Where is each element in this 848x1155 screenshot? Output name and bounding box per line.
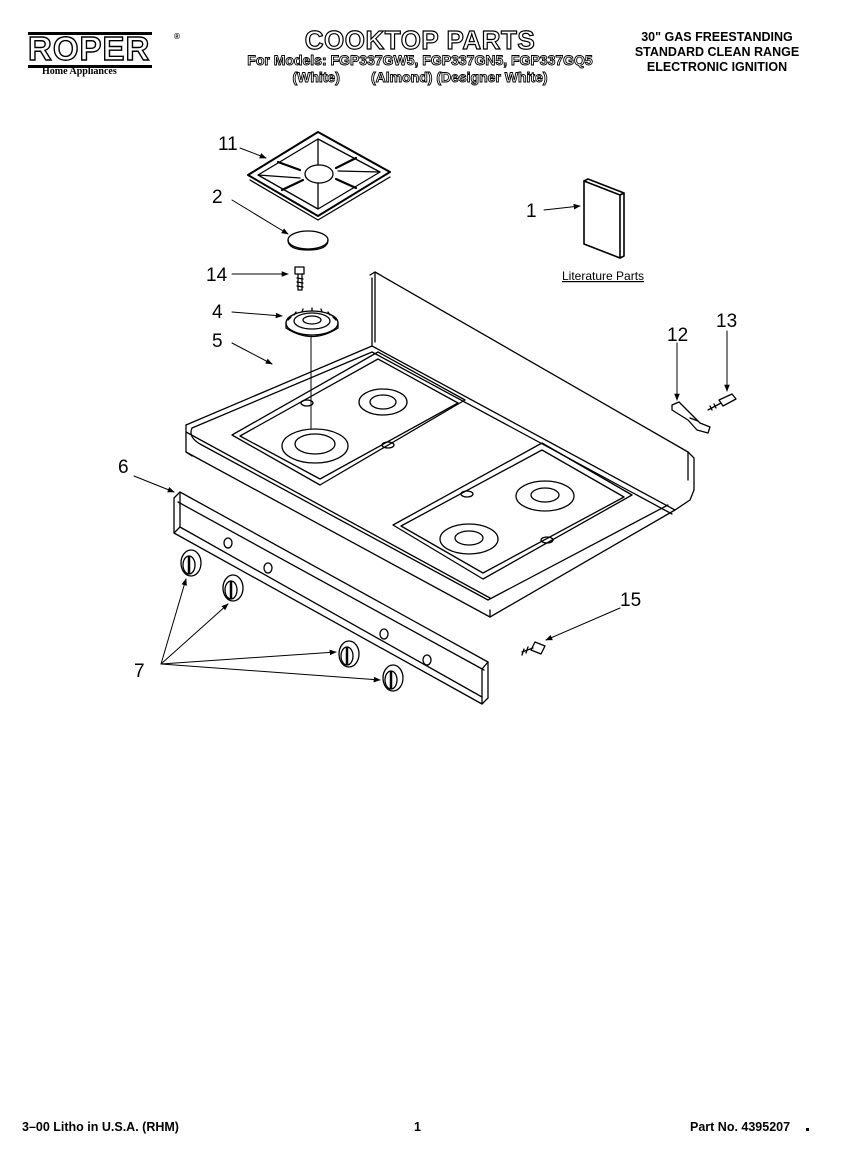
- manifold-panel: [173, 491, 489, 705]
- callout-1: 1: [526, 201, 537, 222]
- callout-12: 12: [667, 325, 688, 346]
- ignition-bracket: [671, 401, 711, 434]
- part-number: Part No. 4395207: [690, 1120, 791, 1134]
- cooktop-panel: [185, 271, 695, 618]
- model-list: For Models: FGP337GW5, FGP337GN5, FGP337…: [240, 52, 600, 86]
- bracket-screw: [707, 393, 737, 411]
- trademark-symbol: ®: [174, 32, 180, 41]
- control-knobs: [180, 549, 404, 692]
- page-title: COOKTOP PARTS: [304, 24, 536, 55]
- callout-13: 13: [716, 311, 737, 332]
- callout-14: 14: [206, 265, 228, 286]
- footer-dot: [806, 1128, 809, 1131]
- manifold-screw: [521, 641, 546, 656]
- description-line-2: STANDARD CLEAN RANGE: [634, 45, 800, 59]
- models-line: For Models: FGP337GW5, FGP337GN5, FGP337…: [247, 52, 593, 69]
- colors-line: (White) (Almond) (Designer White): [292, 69, 548, 86]
- product-description: 30" GAS FREESTANDING STANDARD CLEAN RANG…: [612, 30, 822, 75]
- burner-cap: [287, 230, 329, 251]
- callout-7: 7: [134, 661, 145, 682]
- callout-6: 6: [118, 457, 129, 478]
- literature-parts-label: Literature Parts: [562, 269, 644, 283]
- control-knob: [222, 574, 244, 602]
- logo-rule-bottom: [28, 65, 152, 68]
- burner-grate: [247, 131, 391, 221]
- burner-head: [285, 307, 339, 338]
- callout-5: 5: [212, 331, 223, 352]
- brand-subtitle: Home Appliances: [42, 66, 117, 77]
- callout-11: 11: [218, 134, 238, 155]
- literature-booklet: [583, 178, 625, 259]
- description-line-3: ELECTRONIC IGNITION: [646, 60, 788, 74]
- callout-2: 2: [212, 187, 223, 208]
- brand-logo: ROPER ® Home Appliances: [27, 30, 180, 77]
- callout-15: 15: [620, 590, 641, 611]
- control-knob: [180, 549, 202, 577]
- logo-rule-top: [28, 32, 152, 35]
- brand-name: ROPER: [27, 30, 151, 67]
- print-info: 3–00 Litho in U.S.A. (RHM): [22, 1120, 179, 1134]
- control-knob: [382, 664, 404, 692]
- page-number: 1: [414, 1120, 421, 1134]
- control-knob: [338, 640, 360, 668]
- leader-lines: [133, 147, 730, 683]
- callout-4: 4: [212, 302, 223, 323]
- description-line-1: 30" GAS FREESTANDING: [641, 30, 793, 44]
- burner-screw: [294, 266, 305, 291]
